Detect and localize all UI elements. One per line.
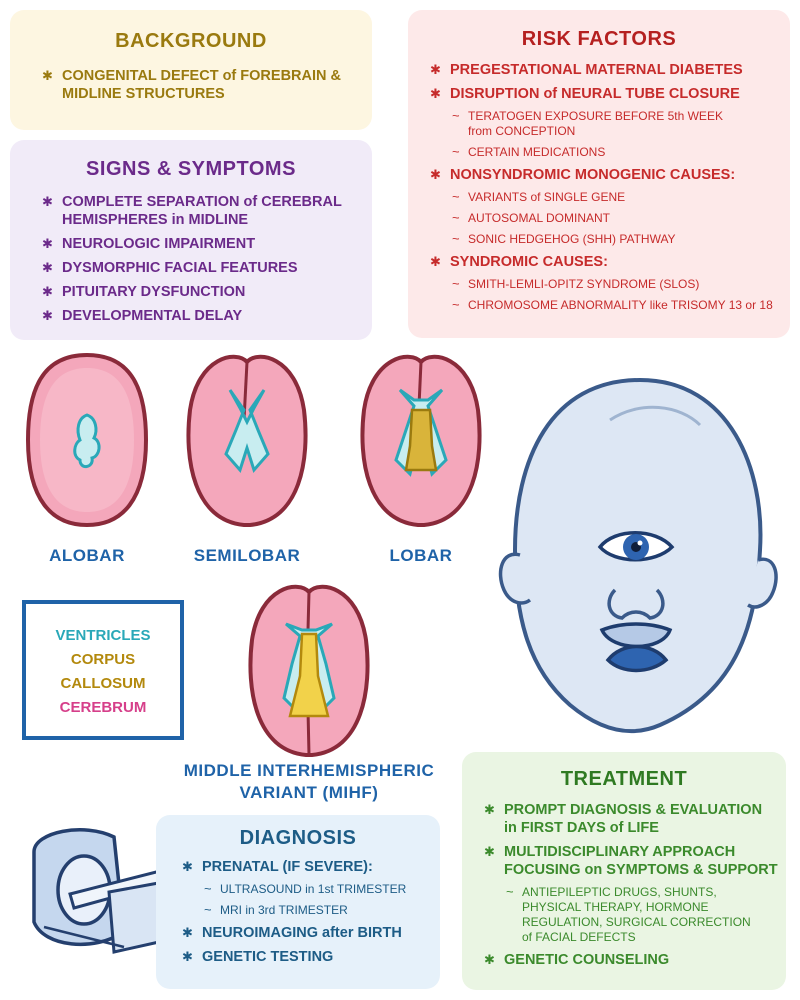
- risk-item: DISRUPTION of NEURAL TUBE CLOSURE: [430, 85, 776, 103]
- lobar-label: LOBAR: [389, 546, 453, 565]
- diagnosis-title: DIAGNOSIS: [239, 827, 357, 849]
- legend-box: VENTRICLES CORPUS CALLOSUM CEREBRUM: [22, 600, 184, 740]
- diagnosis-list: PRENATAL (IF SEVERE): ULTRASOUND in 1st …: [182, 858, 430, 966]
- treatment-title: TREATMENT: [560, 768, 688, 790]
- legend-ventricles: VENTRICLES: [55, 627, 151, 644]
- risk-subitem: SMITH-LEMLI-OPITZ SYNDROME (SLOS): [430, 276, 776, 292]
- signs-item: DYSMORPHIC FACIAL FEATURES: [42, 259, 352, 277]
- mri-scanner-illustration: [32, 828, 172, 954]
- treatment-item: MULTIDISCIPLINARY APPROACH FOCUSING on S…: [484, 843, 784, 879]
- risk-subitem: CHROMOSOME ABNORMALITY like TRISOMY 13 o…: [430, 297, 776, 313]
- risk-subitem: SONIC HEDGEHOG (SHH) PATHWAY: [430, 231, 776, 247]
- risk-list: PREGESTATIONAL MATERNAL DIABETES DISRUPT…: [430, 61, 776, 313]
- diagnosis-subitem: ULTRASOUND in 1st TRIMESTER: [182, 881, 430, 897]
- semilobar-label: SEMILOBAR: [193, 546, 301, 565]
- risk-subitem: AUTOSOMAL DOMINANT: [430, 210, 776, 226]
- legend-cerebrum: CEREBRUM: [59, 699, 147, 716]
- treatment-panel: TREATMENT PROMPT DIAGNOSIS & EVALUATION …: [462, 752, 786, 990]
- diagnosis-subitem: MRI in 3rd TRIMESTER: [182, 902, 430, 918]
- legend-corpus: CORPUS: [70, 651, 136, 668]
- treatment-subitem: ANTIEPILEPTIC DRUGS, SHUNTS, PHYSICAL TH…: [484, 884, 758, 945]
- treatment-item: GENETIC COUNSELING: [484, 951, 774, 969]
- signs-list: COMPLETE SEPARATION of CEREBRAL HEMISPHE…: [42, 193, 352, 325]
- risk-title: RISK FACTORS: [521, 28, 677, 50]
- background-list: CONGENITAL DEFECT of FOREBRAIN & MIDLINE…: [42, 67, 352, 103]
- signs-item: DEVELOPMENTAL DELAY: [42, 307, 352, 325]
- diagnosis-item: GENETIC TESTING: [182, 948, 430, 966]
- diagnosis-item: PRENATAL (IF SEVERE):: [182, 858, 430, 876]
- signs-item: NEUROLOGIC IMPAIRMENT: [42, 235, 352, 253]
- signs-item: COMPLETE SEPARATION of CEREBRAL HEMISPHE…: [42, 193, 352, 229]
- mihf-label: MIDDLE INTERHEMISPHERIC VARIANT (MIHF): [183, 761, 435, 802]
- brain-lobar-illustration: [360, 354, 482, 527]
- alobar-label: ALOBAR: [49, 546, 125, 565]
- signs-title: SIGNS & SYMPTOMS: [86, 158, 296, 180]
- risk-panel: RISK FACTORS PREGESTATIONAL MATERNAL DIA…: [408, 10, 790, 338]
- risk-subitem: TERATOGEN EXPOSURE BEFORE 5th WEEK from …: [430, 108, 738, 139]
- brain-alobar-illustration: [25, 352, 149, 528]
- risk-item: PREGESTATIONAL MATERNAL DIABETES: [430, 61, 776, 79]
- cyclopia-face-illustration: [498, 377, 778, 734]
- legend-callosum: CALLOSUM: [60, 675, 146, 692]
- risk-subitem: VARIANTS of SINGLE GENE: [430, 189, 776, 205]
- diagnosis-panel: DIAGNOSIS PRENATAL (IF SEVERE): ULTRASOU…: [156, 815, 440, 989]
- background-item: CONGENITAL DEFECT of FOREBRAIN & MIDLINE…: [42, 67, 352, 103]
- treatment-list: PROMPT DIAGNOSIS & EVALUATION in FIRST D…: [484, 801, 778, 969]
- background-panel: BACKGROUND CONGENITAL DEFECT of FOREBRAI…: [10, 10, 372, 130]
- risk-subitem: CERTAIN MEDICATIONS: [430, 144, 776, 160]
- signs-panel: SIGNS & SYMPTOMS COMPLETE SEPARATION of …: [10, 140, 372, 340]
- risk-item: SYNDROMIC CAUSES:: [430, 253, 776, 271]
- signs-item: PITUITARY DYSFUNCTION: [42, 283, 352, 301]
- brain-mihf-illustration: [248, 584, 370, 757]
- treatment-item: PROMPT DIAGNOSIS & EVALUATION in FIRST D…: [484, 801, 769, 837]
- brain-semilobar-illustration: [186, 354, 308, 527]
- background-title: BACKGROUND: [115, 30, 267, 52]
- diagnosis-item: NEUROIMAGING after BIRTH: [182, 924, 430, 942]
- risk-item: NONSYNDROMIC MONOGENIC CAUSES:: [430, 166, 776, 184]
